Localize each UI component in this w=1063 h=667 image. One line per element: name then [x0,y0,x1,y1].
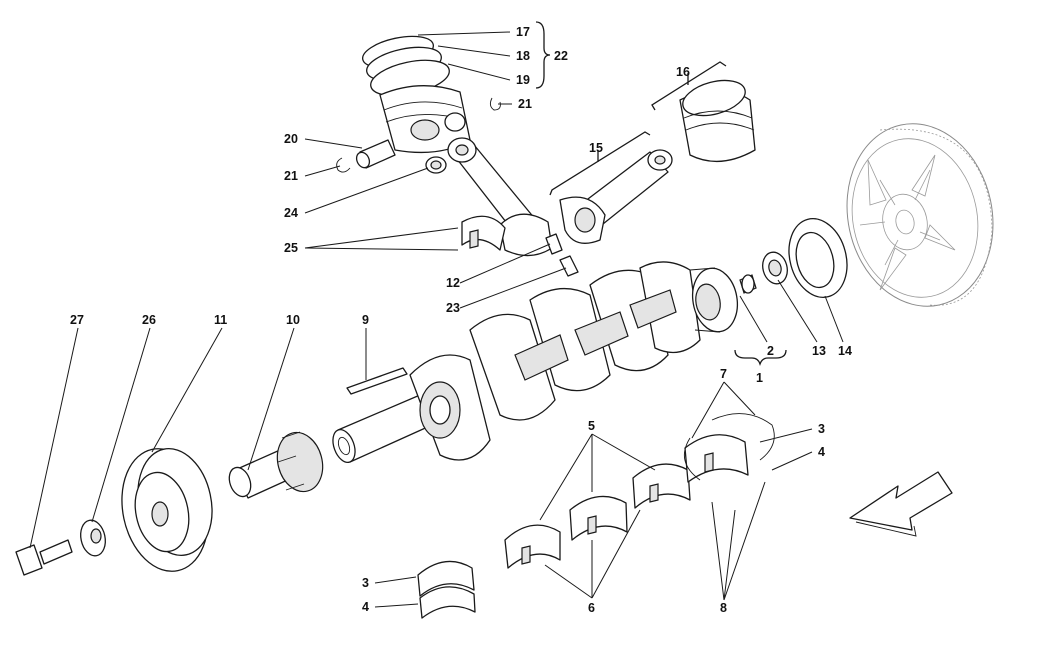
rod-bolt-top [545,233,563,255]
rod-bolt-bottom [559,255,579,277]
damper-pulley [121,448,213,572]
brace-15 [549,131,651,196]
callout-27: 27 [70,313,84,327]
woodruff-key [346,367,408,395]
callout-2: 2 [767,344,774,358]
bearing-shells-5-6-b [569,495,628,541]
thrust-bearing-set [683,413,775,483]
piston [379,85,471,154]
callout-4-right: 4 [818,445,825,459]
pulley-washer [80,519,106,557]
callout-numbers: 17 18 19 22 21 16 15 20 21 24 25 12 23 2… [70,25,852,615]
pilot-bearing [739,274,757,294]
callout-13: 13 [812,344,826,358]
callout-3-left: 3 [362,576,369,590]
callout-10: 10 [286,313,300,327]
callout-6: 6 [588,601,595,615]
small-end-bush [425,156,447,174]
brace-1 [734,349,787,367]
callout-15: 15 [589,141,603,155]
callout-18: 18 [516,49,530,63]
crankshaft [332,261,739,463]
brace-16 [651,61,727,111]
pulley-bolt [15,539,73,576]
circlip-right [489,97,501,111]
callout-3-right: 3 [818,422,825,436]
callout-24: 24 [284,206,298,220]
leader-lines [29,31,844,608]
circlip-left [336,157,351,173]
big-end-bearing-shells-top [461,215,506,251]
callout-19: 19 [516,73,530,87]
flywheel [846,123,994,307]
callout-11: 11 [214,313,227,327]
callout-21-right: 21 [518,97,532,111]
rear-main-seal [788,218,848,298]
callout-23: 23 [446,301,460,315]
callout-21-left: 21 [284,169,298,183]
callout-9: 9 [362,313,369,327]
callout-17: 17 [516,25,530,39]
connecting-rod-assembly [559,149,673,244]
callout-7: 7 [720,367,727,381]
callout-26: 26 [142,313,156,327]
gudgeon-pin [355,139,396,169]
callout-1: 1 [756,371,763,385]
callout-5: 5 [588,419,595,433]
callout-25: 25 [284,241,298,255]
timing-gear [228,431,324,499]
callout-8: 8 [720,601,727,615]
connecting-rod-left [447,137,553,257]
front-direction-arrow-icon [849,471,953,537]
callout-12: 12 [446,276,460,290]
piston-assembly [679,79,756,163]
callout-20: 20 [284,132,298,146]
bearing-shells-5-6-c [632,463,691,509]
bearing-shells-bottom-left [417,560,476,619]
callout-16: 16 [676,65,690,79]
oil-seal-ring [762,251,788,285]
callout-14: 14 [838,344,852,358]
callout-4-left: 4 [362,600,369,614]
bearing-shells-5-6-a [504,524,561,569]
callout-22: 22 [554,49,568,63]
brace-22 [535,21,551,89]
